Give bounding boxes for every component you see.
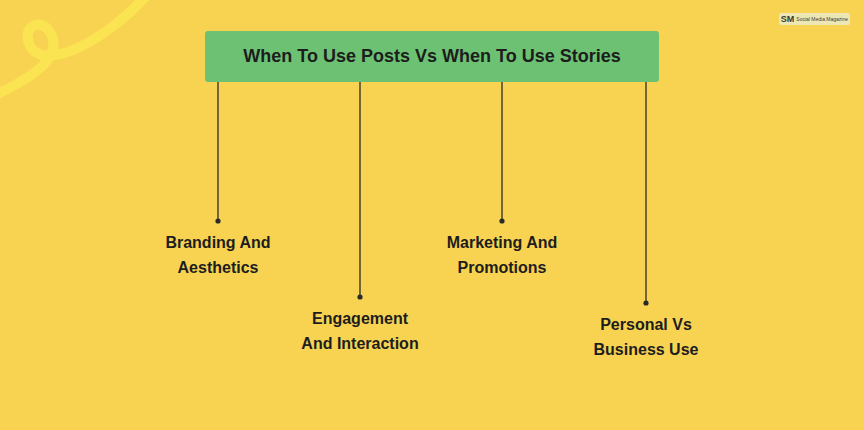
connector-line (645, 82, 646, 303)
connector-line (217, 82, 218, 221)
title-box: When To Use Posts Vs When To Use Stories (205, 31, 659, 82)
squiggle (0, 0, 146, 96)
connector-dot (215, 218, 220, 223)
logo-text: SM (781, 14, 795, 24)
logo-text: Social Media Magazine (796, 16, 848, 22)
branch-label: Branding And Aesthetics (154, 221, 282, 280)
connector-line (359, 82, 360, 297)
branch-label: Marketing And Promotions (438, 221, 566, 280)
connector-dot (499, 218, 504, 223)
connector-dot (643, 300, 648, 305)
logo-badge: SMSocial Media Magazine (779, 13, 850, 25)
label-text: Engagement And Interaction (296, 306, 424, 356)
connector-dot (357, 294, 362, 299)
connector-line (501, 82, 502, 221)
label-text: Personal Vs Business Use (582, 312, 710, 362)
title-text: When To Use Posts Vs When To Use Stories (243, 46, 620, 67)
branch-label: Engagement And Interaction (296, 297, 424, 356)
branch-label: Personal Vs Business Use (582, 303, 710, 362)
label-text: Branding And Aesthetics (154, 230, 282, 280)
label-text: Marketing And Promotions (438, 230, 566, 280)
